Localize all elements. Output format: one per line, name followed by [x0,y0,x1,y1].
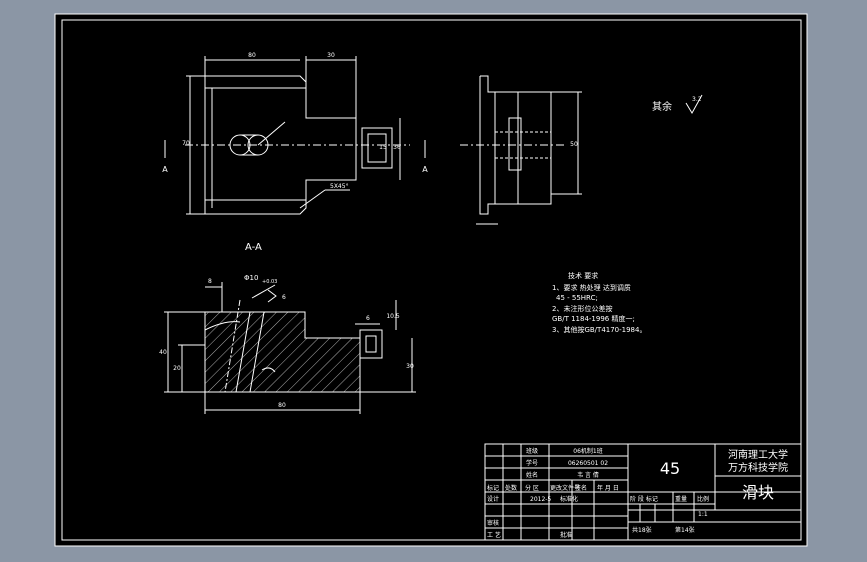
hole-wall-2 [249,311,265,393]
drawing-sheet [54,13,808,547]
section-view-text: A-A 8 Φ10 +0.03 6 40 20 30 80 6 10.5 [159,242,414,409]
tb-total-sheets: 共18张 [632,526,652,534]
inner-border [61,19,802,541]
tb-row2-left: 学号 [526,459,538,467]
sec-angle-mark: 6 [282,294,286,301]
title-block-text: 45 河南理工大学 万方科技学院 滑块 班级 06机制1班 学号 0626050… [487,447,788,539]
roughness-note: 其余 3.2 [652,94,703,114]
tb-rev-h-1: 标记 [487,484,499,492]
front-dim-width: 80 [248,52,256,59]
tb-rev-h-5: 签名 [575,484,587,492]
section-view [164,282,416,414]
sec-hole-label: Φ10 [244,274,258,282]
front-dim-boss: 30 [327,52,335,59]
sec-dim-small-text: 10.5 [386,313,400,320]
front-view [164,56,426,215]
tech-line-1: 1、要求 热处理 达到调质 [552,283,631,292]
side-slot [508,117,522,171]
hole-wall-1 [235,311,251,393]
tb-rev-h-3: 分 区 [525,484,539,492]
tb-row3-left: 姓名 [526,471,538,479]
front-view-text: 80 30 70 36 15 5X45° A A [162,52,428,190]
tb-row1-value: 06机制1班 [573,447,602,455]
angle-arc [204,321,241,331]
tb-row2-value: 06260501 02 [568,460,608,467]
tb-std: 标准化 [560,495,578,503]
section-boss-slot [365,335,377,353]
angle-arc-2 [261,367,276,373]
tb-rev-h-6: 年 月 日 [597,484,619,492]
tech-line-3: 2、未注形位公差按 [552,304,612,313]
tb-scale: 比例 [697,495,709,503]
hole-leader-sec [251,284,276,299]
tb-row1-left: 班级 [526,447,538,455]
sec-dim-right-text: 30 [406,363,414,370]
chamfer-leader [299,189,326,209]
tb-rev-h-4: 更改文件号 [550,484,580,492]
angle-flag [267,289,277,303]
sec-dim-slot-text: 6 [366,315,370,322]
tb-weight: 重量 [675,495,687,503]
roughness-value: 3.2 [692,96,702,103]
sec-dim-lower-text: 20 [173,365,181,372]
title-block [484,443,802,541]
section-mark-left: A [162,165,168,174]
tb-sheet-no: 第14张 [675,526,695,534]
tb-school-2: 万方科技学院 [728,461,788,474]
sec-dim-top-text: 8 [208,278,212,285]
roughness-label: 其余 [652,100,672,113]
tb-part-name: 滑块 [742,483,774,502]
side-body [494,91,552,205]
tech-line-4: GB/T 1184-1996 精度一; [552,314,635,323]
tb-material: 45 [660,459,680,478]
tb-process: 工 艺 [487,531,501,539]
roughness-symbol [685,94,703,114]
tb-school-1: 河南理工大学 [728,448,788,461]
tb-review: 审核 [487,519,499,527]
tech-line-2: 45 - 55HRC; [556,294,598,302]
hole-axis-1 [224,299,241,393]
section-boss [359,329,383,359]
tb-row3-value: 韦 言 倩 [577,471,599,479]
tech-line-5: 3、其他按GB/T4170-1984。 [552,325,646,334]
boss-slot [361,127,393,169]
section-mark-right: A [422,165,428,174]
side-view [460,75,582,225]
tb-scale-value: 1:1 [698,511,708,518]
section-title: A-A [245,242,262,253]
sec-hole-tol: +0.03 [262,279,277,285]
sec-dim-width-text: 80 [278,402,286,409]
front-dim-height: 70 [182,140,190,147]
hole-leader [257,121,286,146]
tb-design: 设计 [487,495,499,503]
tech-requirements: 技术 要求 1、要求 热处理 达到调质 45 - 55HRC; 2、未注形位公差… [552,271,646,334]
side-dim-height-text: 50 [570,141,578,148]
tech-title: 技术 要求 [568,271,598,280]
front-view-outline [204,75,357,215]
front-dim-boss-h: 36 [393,144,401,151]
sec-dim-height-text: 40 [159,349,167,356]
front-chamfer: 5X45° [330,183,349,190]
boss-slot-inner [367,133,387,163]
tb-design-date: 2012-5 [530,496,551,503]
front-dim-slot: 15 [379,144,387,151]
tb-approve: 批准 [560,531,572,539]
tb-rev-h-2: 处数 [505,484,517,492]
tb-stage: 阶 段 标记 [630,495,658,503]
